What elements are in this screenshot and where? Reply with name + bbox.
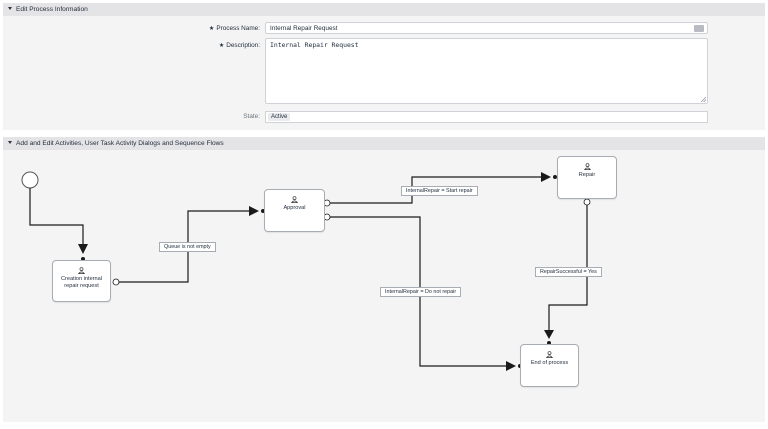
process-name-value: Internal Repair Request bbox=[270, 25, 338, 32]
user-task-icon bbox=[78, 267, 85, 274]
activity-creation[interactable]: Creation internal repair request bbox=[52, 260, 111, 302]
required-star-icon: ★ bbox=[218, 43, 225, 49]
activity-end[interactable]: End of process bbox=[520, 344, 579, 387]
activity-creation-label: Creation internal repair request bbox=[60, 276, 103, 289]
transition-do-not-repair[interactable]: InternalRepair = Do not repair bbox=[380, 287, 462, 297]
transition-queue-not-empty[interactable]: Queue is not empty bbox=[159, 242, 216, 252]
description-value: Internal Repair Request bbox=[270, 41, 359, 49]
flow-editor-title: Add and Edit Activities, User Task Activ… bbox=[16, 140, 224, 147]
state-value: Active bbox=[268, 113, 291, 121]
flow-editor-header[interactable]: Add and Edit Activities, User Task Activ… bbox=[3, 137, 765, 150]
activity-approval-label: Approval bbox=[283, 205, 306, 211]
collapse-triangle-icon bbox=[8, 141, 12, 144]
user-task-icon bbox=[546, 351, 553, 358]
edit-process-header[interactable]: Edit Process Information bbox=[3, 3, 765, 16]
keyboard-icon[interactable] bbox=[694, 25, 704, 32]
user-task-icon bbox=[583, 163, 591, 170]
connector-start-to-creation[interactable] bbox=[29, 188, 88, 261]
user-task-icon bbox=[291, 196, 298, 203]
start-event[interactable] bbox=[21, 171, 39, 189]
process-name-input[interactable]: Internal Repair Request bbox=[265, 22, 708, 34]
collapse-triangle-icon bbox=[8, 7, 12, 10]
state-field[interactable]: Active bbox=[265, 111, 708, 123]
resize-grip-icon[interactable] bbox=[700, 96, 706, 102]
edit-process-section: Edit Process Information ★Process Name: … bbox=[3, 3, 765, 130]
transition-start-repair[interactable]: InternalRepair = Start repair bbox=[401, 186, 478, 196]
required-star-icon: ★ bbox=[208, 26, 215, 32]
description-label: ★Description: bbox=[218, 42, 260, 49]
activity-approval[interactable]: Approval bbox=[264, 189, 325, 232]
flow-editor-section: Add and Edit Activities, User Task Activ… bbox=[3, 137, 765, 422]
edit-process-title: Edit Process Information bbox=[16, 6, 88, 13]
process-name-label: ★Process Name: bbox=[208, 25, 260, 32]
activity-repair-label: Repair bbox=[578, 172, 596, 178]
connector-repair-to-end[interactable] bbox=[544, 198, 591, 345]
description-textarea[interactable]: Internal Repair Request bbox=[265, 38, 708, 104]
state-label: State: bbox=[243, 113, 260, 120]
activity-end-label: End of process bbox=[530, 360, 569, 366]
activity-repair[interactable]: Repair bbox=[557, 156, 617, 199]
transition-repair-successful[interactable]: RepairSuccessful = Yes bbox=[535, 267, 602, 277]
